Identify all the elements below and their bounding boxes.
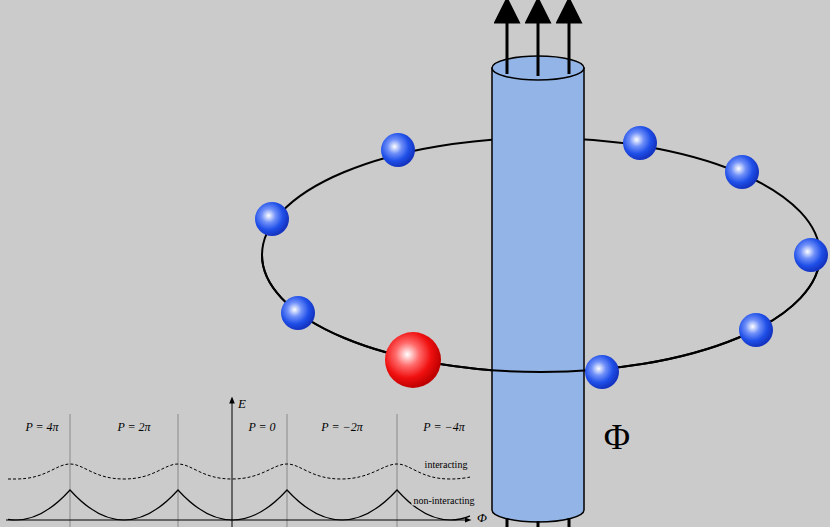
tube-body (492, 68, 584, 522)
blue-particle (739, 313, 773, 347)
grid-line (70, 414, 71, 527)
flux-sector-label: P = −4π (423, 421, 464, 434)
blue-particle (623, 126, 657, 160)
particles (255, 126, 828, 389)
ring-front (262, 255, 820, 372)
blue-particle (794, 238, 828, 272)
flux-symbol: Φ (604, 418, 630, 458)
grid-line (178, 414, 179, 527)
flux-sector-label: P = 0 (248, 421, 275, 434)
flux-sector-label: P = 2π (117, 421, 150, 434)
flux-line (506, 518, 509, 527)
energy-axis (232, 400, 233, 527)
non-interacting-curve (8, 490, 470, 520)
interacting-curve (8, 464, 470, 479)
curve-label: interacting (423, 459, 470, 470)
blue-particle (255, 202, 289, 236)
flux-tube (492, 10, 584, 527)
curve-label: non-interacting (411, 495, 476, 506)
phi-axis (6, 520, 468, 521)
flux-sector-label: P = 4π (25, 421, 58, 434)
flux-arrow (537, 10, 540, 76)
grid-line (287, 414, 288, 527)
flux-sector-label: P = −2π (321, 421, 362, 434)
grid-line (397, 414, 398, 527)
blue-particle (725, 155, 759, 189)
axis-label: Φ (477, 511, 487, 525)
axis-label: E (238, 397, 246, 411)
flux-line (568, 518, 571, 527)
flux-line (537, 521, 540, 527)
flux-arrow (568, 10, 571, 74)
blue-particle (281, 296, 315, 330)
blue-particle (381, 133, 415, 167)
flux-arrow (506, 10, 509, 74)
blue-particle (585, 355, 619, 389)
energy-plot (0, 400, 504, 527)
red-particle (385, 332, 441, 388)
